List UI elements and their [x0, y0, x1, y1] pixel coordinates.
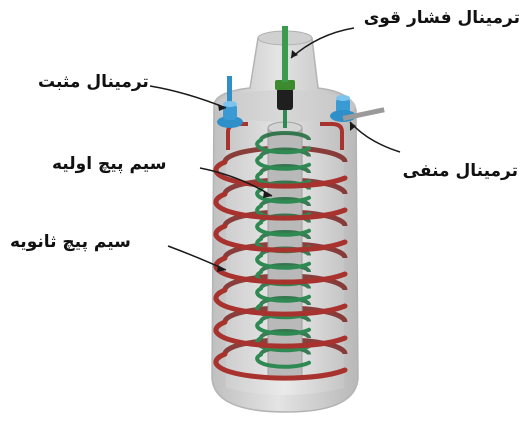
- negative-terminal: [330, 95, 385, 122]
- label-secondary-winding: سیم پیچ ثانویه: [10, 234, 131, 251]
- label-primary-winding: سیم پیچ اولیه: [52, 156, 166, 173]
- label-positive-terminal: ترمینال مثبت: [38, 74, 149, 91]
- label-negative-terminal: ترمینال منفی: [403, 163, 518, 180]
- label-high-voltage-terminal: ترمینال فشار قوی: [364, 10, 520, 27]
- leader-negative: [350, 122, 400, 152]
